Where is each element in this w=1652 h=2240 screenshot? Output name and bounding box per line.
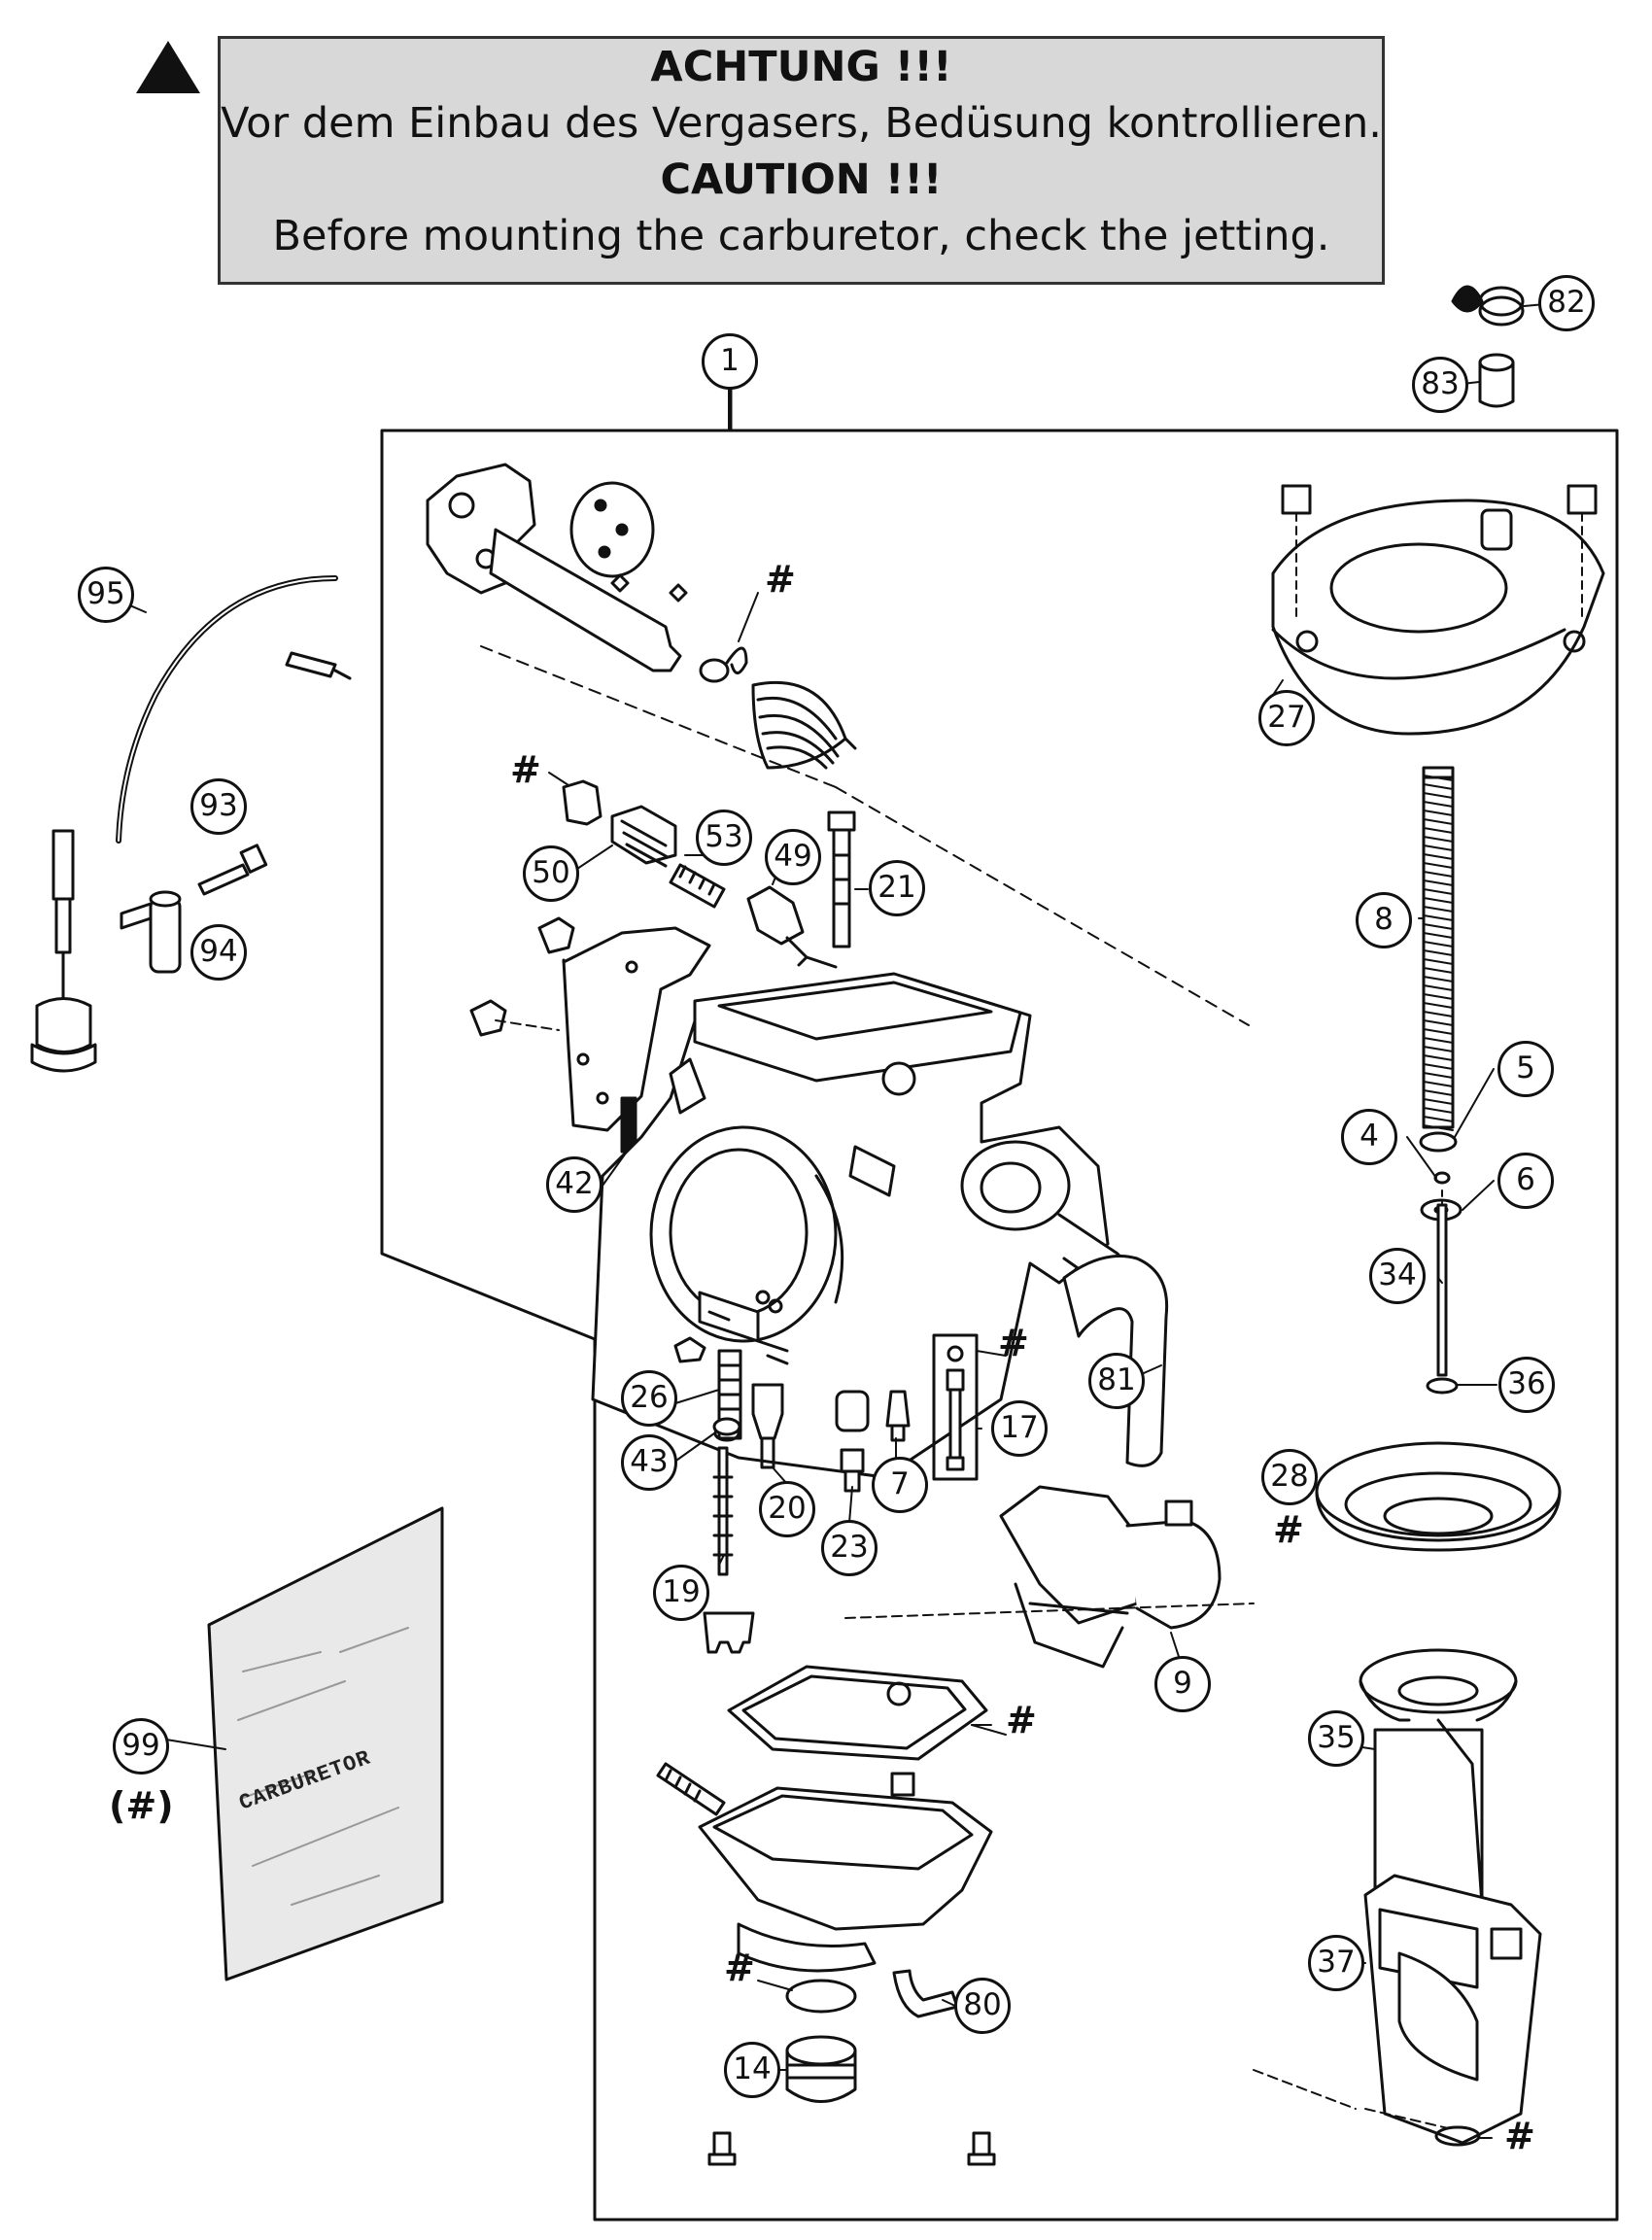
warning-box: ACHTUNG !!! Vor dem Einbau des Vergasers… xyxy=(218,36,1385,285)
slide-spring-part xyxy=(1422,766,1455,1131)
drain-plug-part xyxy=(785,2035,857,2103)
bracket-plate-part xyxy=(469,916,711,1132)
callout-20: 20 xyxy=(759,1481,815,1537)
needle-clip-parts xyxy=(1419,1131,1463,1395)
o-ring-part xyxy=(785,1979,857,2014)
seal-ring-part xyxy=(1434,2125,1481,2147)
throttle-cable-part xyxy=(30,575,352,1073)
clamp-part xyxy=(1451,285,1525,327)
callout-99: 99 xyxy=(113,1718,169,1775)
warning-text-de: Vor dem Einbau des Vergasers, Bedüsung k… xyxy=(221,99,1382,148)
warning-triangle-icon xyxy=(136,41,200,93)
idle-screw-group xyxy=(562,779,838,969)
callout-82: 82 xyxy=(1538,275,1595,331)
callout-9: 9 xyxy=(1154,1656,1211,1712)
hash-marker-spring: # xyxy=(765,558,796,601)
callout-93: 93 xyxy=(190,778,247,835)
hash-marker-kit: (#) xyxy=(109,1784,174,1827)
hose-81-part xyxy=(1062,1255,1169,1467)
callout-83: 83 xyxy=(1412,357,1468,413)
hash-marker-oring: # xyxy=(724,1947,755,1989)
warning-title-de: ACHTUNG !!! xyxy=(650,43,952,91)
hash-marker-28: # xyxy=(1273,1508,1304,1551)
callout-4: 4 xyxy=(1341,1109,1397,1165)
callout-14: 14 xyxy=(724,2042,780,2098)
adjuster-sleeve-part xyxy=(120,890,182,974)
hash-marker-gasket: # xyxy=(1006,1699,1037,1741)
callout-34: 34 xyxy=(1369,1248,1426,1304)
callout-81: 81 xyxy=(1088,1353,1145,1409)
vent-tube-part xyxy=(892,1969,959,2018)
callout-21: 21 xyxy=(869,860,925,916)
callout-26: 26 xyxy=(621,1370,677,1427)
callout-35: 35 xyxy=(1308,1710,1364,1767)
callout-28: 28 xyxy=(1261,1449,1318,1505)
jet-kit-bag-part xyxy=(207,1506,444,1982)
callout-23: 23 xyxy=(821,1520,878,1576)
callout-27: 27 xyxy=(1258,690,1315,746)
callout-1: 1 xyxy=(702,333,758,390)
callout-5: 5 xyxy=(1497,1041,1554,1097)
callout-49: 49 xyxy=(765,829,821,885)
warning-text-en: Before mounting the carburetor, check th… xyxy=(272,212,1330,260)
diaphragm-part xyxy=(1315,1441,1562,1552)
hash-marker-seal: # xyxy=(1504,2115,1535,2157)
float-part xyxy=(999,1485,1222,1669)
callout-36: 36 xyxy=(1498,1357,1555,1413)
throttle-shaft-part xyxy=(426,463,748,683)
throttle-spring-part xyxy=(751,680,857,770)
throttle-slide-part xyxy=(1359,1648,1518,1926)
callout-8: 8 xyxy=(1356,892,1412,948)
top-cap-part xyxy=(1271,484,1605,736)
callout-19: 19 xyxy=(653,1565,709,1621)
slide-housing-part xyxy=(1363,1874,1542,2145)
bowl-screws-part xyxy=(707,2131,996,2166)
callout-94: 94 xyxy=(190,924,247,981)
callout-7: 7 xyxy=(872,1457,928,1513)
callout-50: 50 xyxy=(523,845,579,902)
hash-marker-17: # xyxy=(998,1322,1029,1364)
callout-42: 42 xyxy=(546,1156,602,1213)
callout-43: 43 xyxy=(621,1434,677,1491)
sleeve-part xyxy=(1478,353,1515,408)
jet-parts-group xyxy=(673,1333,979,1654)
callout-53: 53 xyxy=(696,810,752,866)
adjuster-screw-part xyxy=(197,844,268,896)
callout-17: 17 xyxy=(991,1400,1048,1457)
callout-6: 6 xyxy=(1497,1153,1554,1209)
callout-37: 37 xyxy=(1308,1935,1364,1991)
warning-title-en: CAUTION !!! xyxy=(660,155,943,204)
callout-80: 80 xyxy=(954,1978,1011,2034)
float-bowl-part xyxy=(656,1665,993,1973)
pilot-jet-part xyxy=(827,810,856,948)
hash-marker-idle: # xyxy=(510,748,541,791)
callout-95: 95 xyxy=(78,567,134,623)
